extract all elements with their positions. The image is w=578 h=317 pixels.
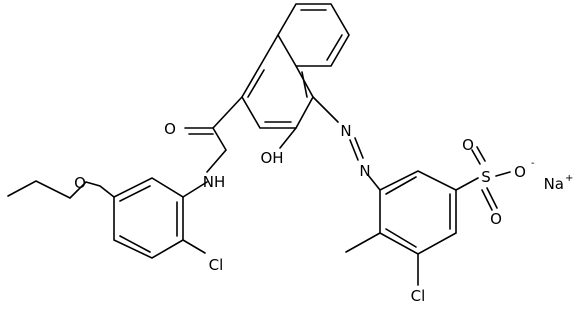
sodium-charge-label: + [565, 173, 573, 184]
aryl-ring-left [113, 177, 184, 259]
ether-oxygen-label: O [74, 174, 86, 192]
carbonyl-double-bond [184, 127, 214, 135]
azo-nitrogen-2-label: N [359, 162, 370, 180]
bond-aryl-cl [182, 239, 206, 254]
sulfonate-oxygen-top-label: O [462, 136, 474, 154]
ring-chlorine-label: Cl [411, 287, 426, 305]
azo-double-bond [349, 137, 364, 161]
naphthalene-ring-a [241, 34, 314, 129]
bonds [7, 3, 511, 286]
bond-nh-aryl [182, 181, 208, 198]
aryl-ring-right-double-bonds [385, 176, 451, 248]
ring-b-double-bonds [300, 9, 343, 61]
naphthalene-ring-b [277, 3, 350, 67]
sulfonate-oxygen-minus-label: O [514, 163, 526, 181]
s-o-double-bond-top [471, 146, 486, 165]
ethoxy-chain [7, 180, 115, 199]
bond-azo-aryl [367, 174, 381, 191]
azo-nitrogen-1-label: N [340, 122, 351, 140]
bond-ring-carbonyl [212, 96, 243, 129]
oxide-charge-label: - [531, 158, 535, 169]
s-o-double-bond-bottom [481, 187, 498, 211]
amide-nh-label: NH [203, 173, 226, 191]
sulfonate-oxygen-bottom-label: O [490, 210, 502, 228]
bond-ring-azo [312, 96, 339, 123]
sodium-label: Na [544, 175, 564, 193]
bond-ring-oh [279, 127, 297, 149]
bond-ring-s [455, 177, 479, 191]
bond-carbonyl-nh [206, 127, 227, 173]
aryl-chlorine-label: Cl [209, 256, 224, 274]
s-o-single-bond [495, 171, 511, 177]
carbonyl-oxygen-label: O [164, 120, 176, 138]
aryl-ring-right [379, 170, 457, 255]
ring-a-double-bonds [247, 69, 308, 123]
hydroxyl-label: OH [260, 149, 283, 167]
bond-methyl [345, 232, 381, 253]
sulfur-label: S [481, 168, 491, 186]
aryl-ring-left-double-bonds [119, 185, 178, 253]
atom-labels: O NH O Cl OH N N S O O - O Cl Na + [74, 120, 573, 305]
